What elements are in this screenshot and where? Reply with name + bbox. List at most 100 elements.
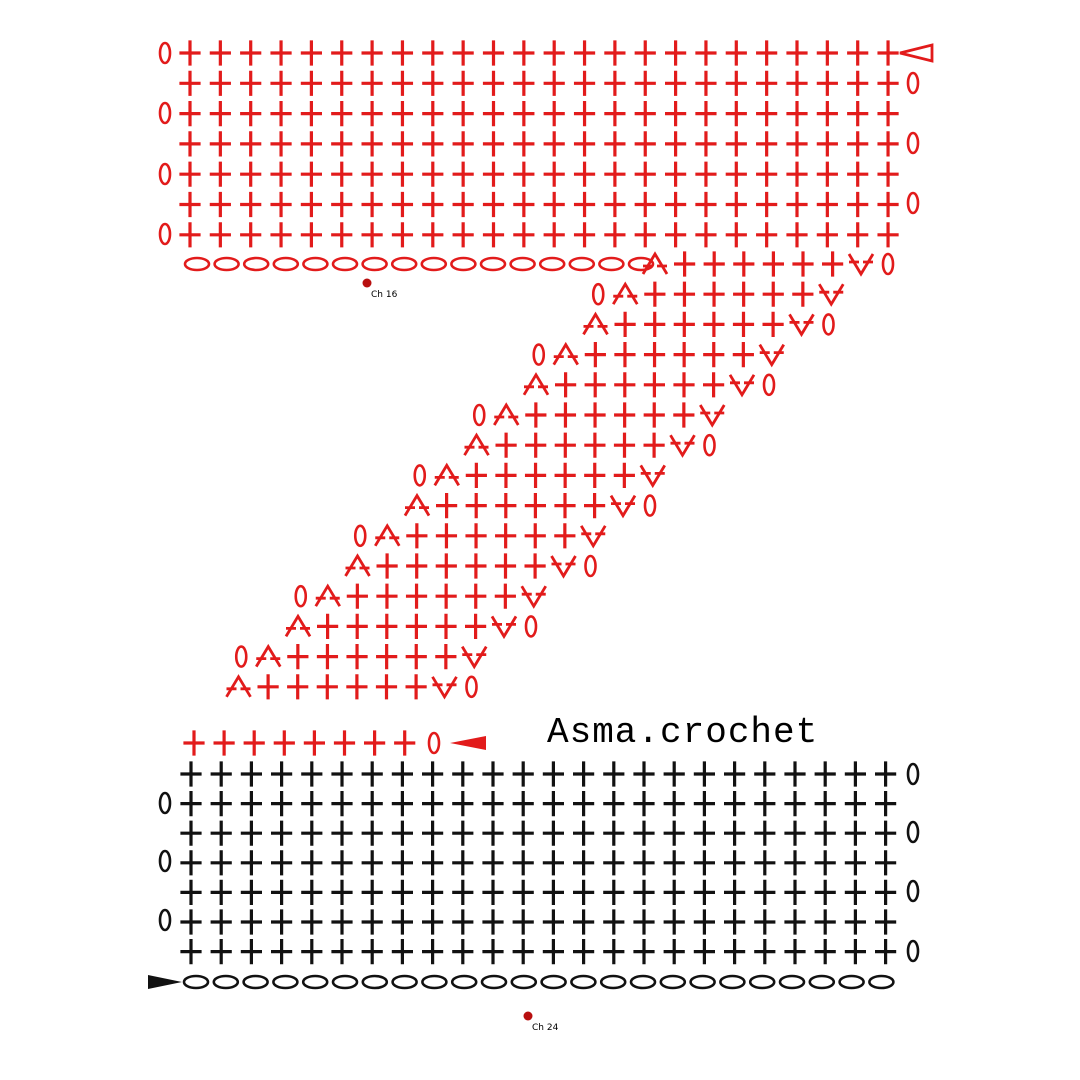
single-crochet-stitch — [847, 161, 869, 187]
single-crochet-stitch — [465, 613, 487, 639]
increase-stitch — [580, 525, 607, 549]
single-crochet-stitch — [875, 761, 897, 787]
single-crochet-stitch — [673, 342, 695, 368]
decrease-stitch — [522, 372, 550, 396]
single-crochet-stitch — [422, 761, 444, 787]
single-crochet-stitch — [703, 342, 725, 368]
chain-stitch — [570, 974, 597, 990]
single-crochet-stitch — [465, 493, 487, 519]
increase-stitch — [550, 555, 577, 579]
single-crochet-stitch — [465, 523, 487, 549]
chain-stitch — [472, 403, 486, 427]
single-crochet-stitch — [875, 939, 897, 965]
single-crochet-stitch — [331, 879, 353, 905]
single-crochet-stitch — [542, 939, 564, 965]
single-crochet-stitch — [405, 583, 428, 609]
single-crochet-stitch — [693, 820, 715, 846]
single-crochet-stitch — [724, 850, 746, 876]
single-crochet-stitch — [376, 613, 398, 639]
decrease-stitch — [552, 341, 579, 366]
single-crochet-stitch — [422, 909, 444, 935]
decrease-stitch — [344, 553, 371, 577]
single-crochet-stitch — [703, 311, 725, 337]
single-crochet-stitch — [877, 40, 899, 66]
single-crochet-stitch — [555, 372, 577, 398]
decrease-stitch — [612, 281, 639, 305]
single-crochet-stitch — [406, 523, 428, 549]
single-crochet-stitch — [270, 101, 292, 127]
single-crochet-stitch — [452, 909, 474, 935]
single-crochet-stitch — [674, 251, 696, 277]
single-crochet-stitch — [786, 222, 808, 248]
single-crochet-stitch — [301, 791, 323, 817]
single-crochet-stitch — [695, 222, 717, 248]
single-crochet-stitch — [209, 70, 231, 96]
single-crochet-stitch — [452, 879, 474, 905]
chain-stitch — [868, 974, 895, 990]
single-crochet-stitch — [210, 879, 232, 905]
single-crochet-stitch — [209, 131, 231, 157]
single-crochet-stitch — [422, 101, 444, 127]
chain-stitch — [242, 974, 269, 990]
single-crochet-stitch — [331, 70, 353, 96]
single-crochet-stitch — [663, 791, 685, 817]
chain-stitch — [158, 101, 172, 125]
single-crochet-stitch — [786, 131, 808, 157]
chain-stitch — [158, 908, 172, 932]
chain-stitch — [584, 554, 597, 578]
single-crochet-stitch — [361, 879, 383, 905]
single-crochet-stitch — [209, 161, 231, 187]
single-crochet-stitch — [422, 191, 444, 218]
single-crochet-stitch — [405, 674, 427, 700]
single-crochet-stitch — [724, 791, 746, 817]
single-crochet-stitch — [422, 939, 444, 965]
single-crochet-stitch — [270, 222, 292, 248]
single-crochet-stitch — [814, 850, 836, 876]
single-crochet-stitch — [604, 131, 626, 157]
single-crochet-stitch — [465, 583, 487, 609]
single-crochet-stitch — [665, 40, 687, 66]
single-crochet-stitch — [542, 909, 564, 935]
chain-stitch — [762, 373, 776, 397]
single-crochet-stitch — [634, 161, 656, 187]
decrease-stitch — [403, 492, 431, 517]
single-crochet-stitch — [482, 70, 505, 96]
single-crochet-stitch — [847, 191, 869, 218]
single-crochet-stitch — [543, 70, 565, 96]
single-crochet-stitch — [482, 191, 505, 218]
single-crochet-stitch — [542, 761, 564, 787]
chain-stitch — [450, 256, 477, 272]
single-crochet-stitch — [422, 222, 444, 248]
single-crochet-stitch — [663, 850, 685, 876]
single-crochet-stitch — [495, 523, 517, 549]
single-crochet-stitch — [209, 40, 231, 66]
single-crochet-stitch — [179, 161, 201, 187]
single-crochet-stitch — [756, 222, 778, 248]
single-crochet-stitch — [634, 40, 656, 66]
single-crochet-stitch — [693, 761, 715, 787]
single-crochet-stitch — [422, 850, 444, 876]
single-crochet-stitch — [644, 311, 666, 337]
chain-stitch — [524, 615, 538, 638]
single-crochet-stitch — [762, 311, 784, 337]
single-crochet-stitch — [495, 493, 517, 519]
chain-count-dot-bottom — [523, 1011, 533, 1021]
single-crochet-stitch — [614, 372, 636, 398]
single-crochet-stitch — [300, 191, 322, 218]
single-crochet-stitch — [584, 372, 606, 398]
single-crochet-stitch — [271, 879, 293, 905]
single-crochet-stitch — [695, 161, 717, 187]
single-crochet-stitch — [754, 791, 776, 817]
single-crochet-stitch — [847, 222, 869, 248]
single-crochet-stitch — [573, 879, 595, 905]
single-crochet-stitch — [240, 70, 262, 96]
single-crochet-stitch — [391, 791, 413, 817]
single-crochet-stitch — [814, 909, 836, 935]
single-crochet-stitch — [452, 40, 474, 66]
single-crochet-stitch — [300, 101, 322, 127]
single-crochet-stitch — [287, 674, 309, 700]
chain-stitch — [302, 256, 329, 272]
single-crochet-stitch — [814, 791, 836, 817]
single-crochet-stitch — [725, 70, 747, 96]
single-crochet-stitch — [665, 131, 687, 157]
